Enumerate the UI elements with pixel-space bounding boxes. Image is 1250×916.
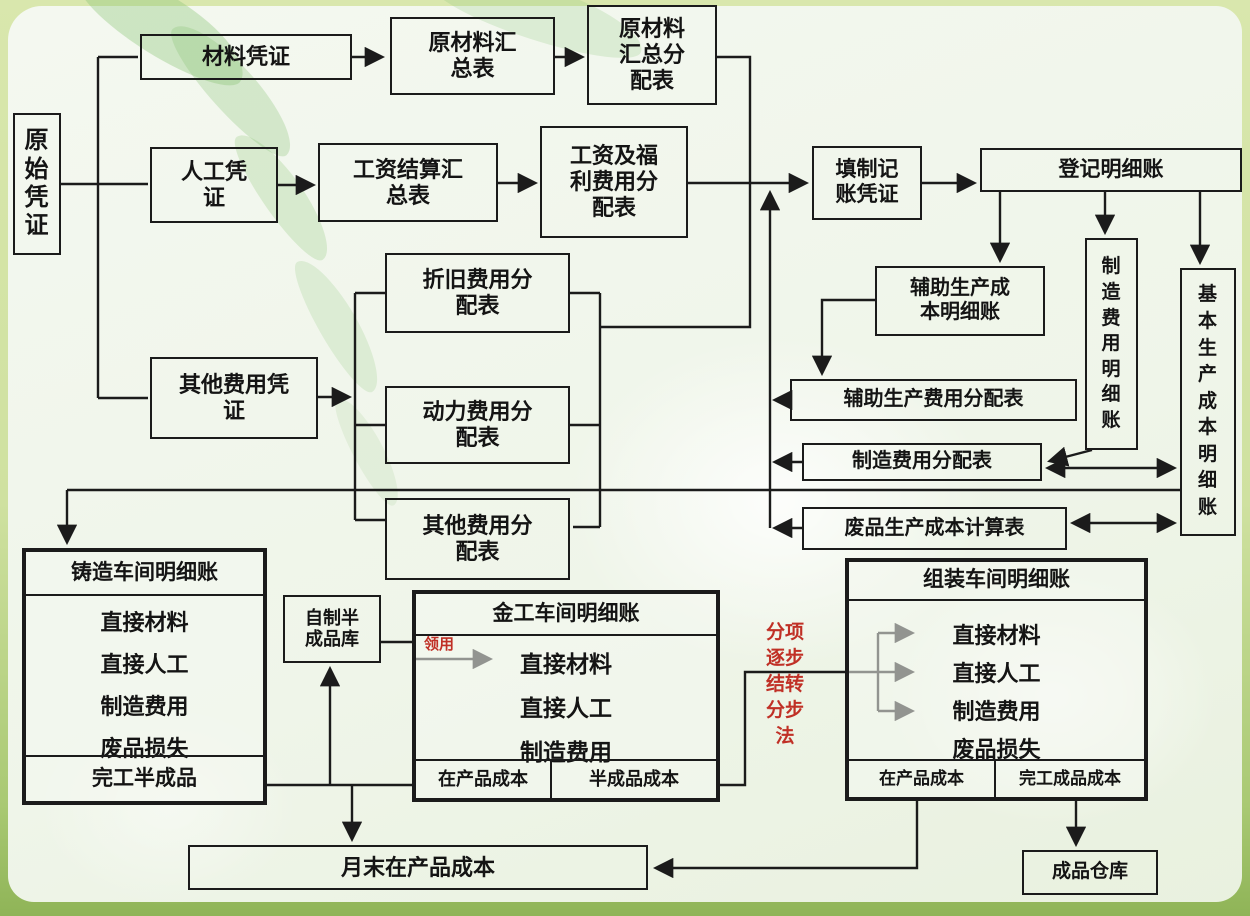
node-other-expense-alloc: 其他费用分 配表	[385, 498, 570, 580]
node-assembly-ledger: 组装车间明细账 直接材料 直接人工 制造费用 废品损失 在产品成本 完工成品成本	[845, 558, 1148, 801]
node-finished-warehouse: 成品仓库	[1022, 850, 1158, 895]
method-note: 分项 逐步 结转 分步 法	[765, 622, 804, 747]
node-basic-prod-cost-ledger: 基 本 生 产 成 本 明 细 账	[1180, 268, 1236, 536]
node-aux-prod-expense-alloc: 辅助生产费用分配表	[790, 379, 1077, 421]
node-scrap-cost-calc: 废品生产成本计算表	[802, 507, 1067, 550]
assembly-ledger-title: 组装车间明细账	[849, 562, 1144, 601]
node-aux-prod-cost-ledger: 辅助生产成 本明细账	[875, 266, 1045, 336]
node-wage-welfare-alloc: 工资及福 利费用分 配表	[540, 126, 688, 238]
foundry-ledger-footer: 完工半成品	[92, 766, 197, 790]
node-raw-material-summary: 原材料汇 总表	[390, 17, 555, 95]
node-fill-voucher: 填制记 账凭证	[812, 146, 922, 220]
node-semi-warehouse: 自制半 成品库	[283, 595, 381, 663]
machining-ledger-items: 直接材料 直接人工 制造费用	[520, 651, 612, 765]
machining-semi-cost-cell: 半成品成本	[589, 768, 679, 789]
node-foundry-ledger: 铸造车间明细账 直接材料 直接人工 制造费用 废品损失 完工半成品	[22, 548, 267, 805]
assembly-wip-cost-cell: 在产品成本	[849, 761, 996, 797]
requisition-label: 领用	[424, 636, 455, 653]
node-material-voucher: 材料凭证	[140, 34, 352, 80]
node-wage-summary: 工资结算汇 总表	[318, 143, 498, 222]
node-labor-voucher: 人工凭 证	[150, 147, 278, 223]
node-raw-material-alloc: 原材料 汇总分 配表	[587, 5, 717, 105]
foundry-ledger-title: 铸造车间明细账	[26, 552, 263, 596]
machining-ledger-title: 金工车间明细账	[416, 594, 716, 636]
assembly-finished-cost-cell: 完工成品成本	[1019, 768, 1121, 788]
node-depreciation-alloc: 折旧费用分 配表	[385, 253, 570, 333]
node-mfg-expense-ledger: 制 造 费 用 明 细 账	[1085, 238, 1138, 450]
node-mfg-expense-alloc: 制造费用分配表	[802, 443, 1042, 481]
machining-wip-cost-cell: 在产品成本	[416, 761, 552, 798]
assembly-ledger-items: 直接材料 直接人工 制造费用 废品损失	[952, 623, 1041, 762]
node-power-alloc: 动力费用分 配表	[385, 386, 570, 464]
foundry-ledger-items: 直接材料 直接人工 制造费用 废品损失	[100, 610, 189, 761]
node-register-ledger: 登记明细账	[980, 148, 1242, 192]
node-other-expense-voucher: 其他费用凭 证	[150, 357, 318, 439]
node-original-voucher: 原 始 凭 证	[13, 113, 61, 255]
node-month-end-wip: 月末在产品成本	[188, 845, 648, 890]
node-machining-ledger: 金工车间明细账 领用 直接材料 直接人工 制造费用 在产品成本 半成品成本	[412, 590, 720, 802]
